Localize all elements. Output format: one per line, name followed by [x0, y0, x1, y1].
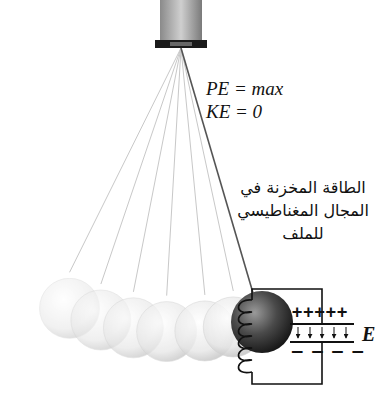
field-arrow	[298, 327, 299, 338]
charge-signs: +++++	[292, 303, 348, 323]
field-label: E	[362, 323, 375, 346]
ghost-string	[181, 48, 205, 295]
energy-label: PE = max	[206, 78, 283, 100]
ghost-string	[70, 48, 181, 272]
charge-signs: − − − −	[290, 342, 365, 362]
coil-symbol	[238, 300, 252, 373]
field-arrow	[334, 327, 335, 338]
ceiling-support	[160, 0, 202, 40]
coil-windings	[238, 300, 252, 373]
electric-field-arrows	[298, 327, 346, 338]
field-arrow	[310, 327, 311, 338]
field-arrow	[322, 327, 323, 338]
energy-label: KE = 0	[206, 101, 262, 123]
lc-circuit	[238, 289, 354, 384]
pivot-bracket	[155, 40, 207, 48]
pivot-bracket-detail	[170, 42, 192, 46]
capacitor-top-plate	[290, 323, 354, 325]
field-arrow	[346, 327, 347, 338]
ghost-string	[167, 48, 181, 296]
caption-note: الطاقة المخزنة في المجال المغناطيسي للمل…	[228, 176, 378, 246]
